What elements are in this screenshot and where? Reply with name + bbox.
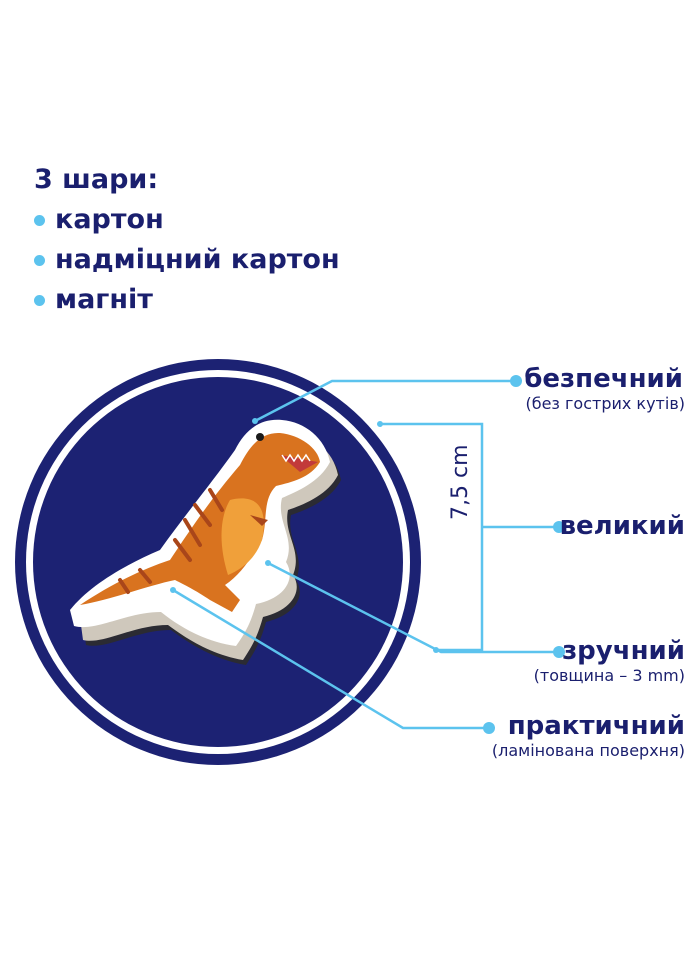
layers-list: 3 шари: картон надміцний картон магніт (34, 160, 340, 320)
feature-title: великий (559, 511, 685, 541)
feature-safe: безпечний (без гострих кутів) (480, 364, 685, 414)
layer-label: магніт (55, 284, 153, 315)
feature-title: безпечний (524, 364, 683, 394)
feature-large: великий (540, 511, 685, 541)
layer-item-strong-cardboard: надміцний картон (34, 240, 340, 280)
feature-title: практичний (507, 711, 685, 741)
layer-item-magnet: магніт (34, 280, 340, 320)
callout-lines (172, 379, 558, 730)
layer-label: надміцний картон (55, 244, 340, 275)
layer-label: картон (55, 204, 164, 235)
dimension-label: 7,5 cm (448, 444, 473, 520)
layer-item-cardboard: картон (34, 200, 340, 240)
feature-practical: практичний (ламінована поверхня) (440, 711, 685, 761)
dinosaur-magnet-icon (70, 419, 341, 665)
feature-subtitle: (ламінована поверхня) (491, 741, 685, 760)
bullet-icon (34, 294, 45, 306)
feature-convenient: зручний (товщина – 3 mm) (480, 636, 685, 686)
bullet-icon (34, 254, 45, 266)
layers-title: 3 шари: (34, 164, 159, 195)
callout-dots (170, 375, 565, 734)
feature-subtitle: (без гострих кутів) (525, 394, 685, 413)
feature-subtitle: (товщина – 3 mm) (533, 666, 685, 685)
bullet-icon (34, 214, 45, 226)
feature-title: зручний (562, 636, 685, 666)
